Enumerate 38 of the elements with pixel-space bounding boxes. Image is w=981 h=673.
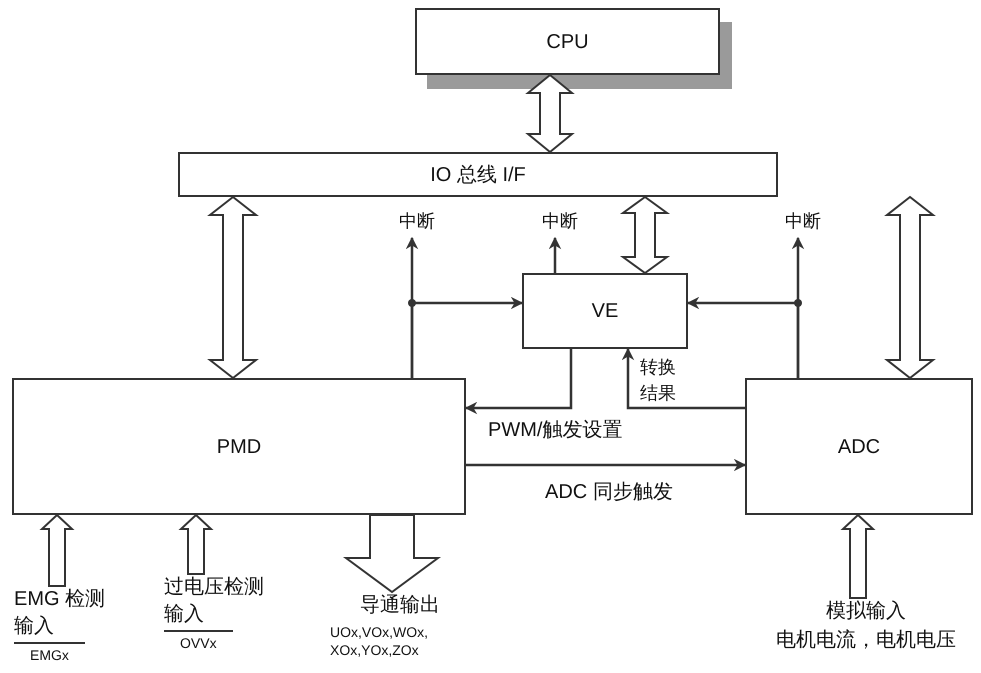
hollow-arrow xyxy=(207,196,259,380)
hollow-arrow xyxy=(884,196,936,380)
arrow xyxy=(622,348,745,410)
block-box xyxy=(12,378,466,515)
block-box xyxy=(745,378,973,515)
edge-label: PWM/触发设置 xyxy=(488,418,624,443)
io-label: 导通输出 xyxy=(360,593,440,618)
signal-label: OVVx xyxy=(164,630,233,653)
signal-label: 电机电流，电机电压 xyxy=(776,628,956,653)
arrow xyxy=(464,349,572,414)
block-box xyxy=(522,273,688,349)
hollow-arrow xyxy=(178,514,214,575)
block-label: ADC xyxy=(838,434,880,460)
block-box xyxy=(415,8,720,75)
signal-label: UOx,VOx,WOx, XOx,YOx,ZOx xyxy=(330,623,429,659)
hollow-arrow xyxy=(525,74,575,154)
hollow-arrow xyxy=(39,514,75,587)
arrow xyxy=(466,458,746,472)
edge-label: ADC 同步触发 xyxy=(545,480,674,505)
hollow-arrow xyxy=(342,514,442,594)
io-label: 过电压检测输入 xyxy=(164,575,265,627)
arrow xyxy=(686,296,800,378)
arrow xyxy=(410,296,524,378)
block-label: CPU xyxy=(546,30,589,54)
block-label: IO 总线 I/F xyxy=(430,162,526,188)
interrupt-label: 中断 xyxy=(392,212,442,230)
arrow xyxy=(548,236,562,273)
io-label: 模拟输入 xyxy=(826,599,906,624)
block-box xyxy=(178,152,778,197)
hollow-arrow xyxy=(840,514,876,599)
block-label: VE xyxy=(592,299,618,324)
signal-label: EMGx xyxy=(14,642,85,665)
edge-label: 转换结果 xyxy=(640,356,677,405)
interrupt-label: 中断 xyxy=(778,212,828,230)
interrupt-label: 中断 xyxy=(535,212,585,230)
hollow-arrow xyxy=(620,196,670,274)
io-label: EMG 检测输入 xyxy=(14,587,106,639)
block-label: PMD xyxy=(216,434,262,460)
